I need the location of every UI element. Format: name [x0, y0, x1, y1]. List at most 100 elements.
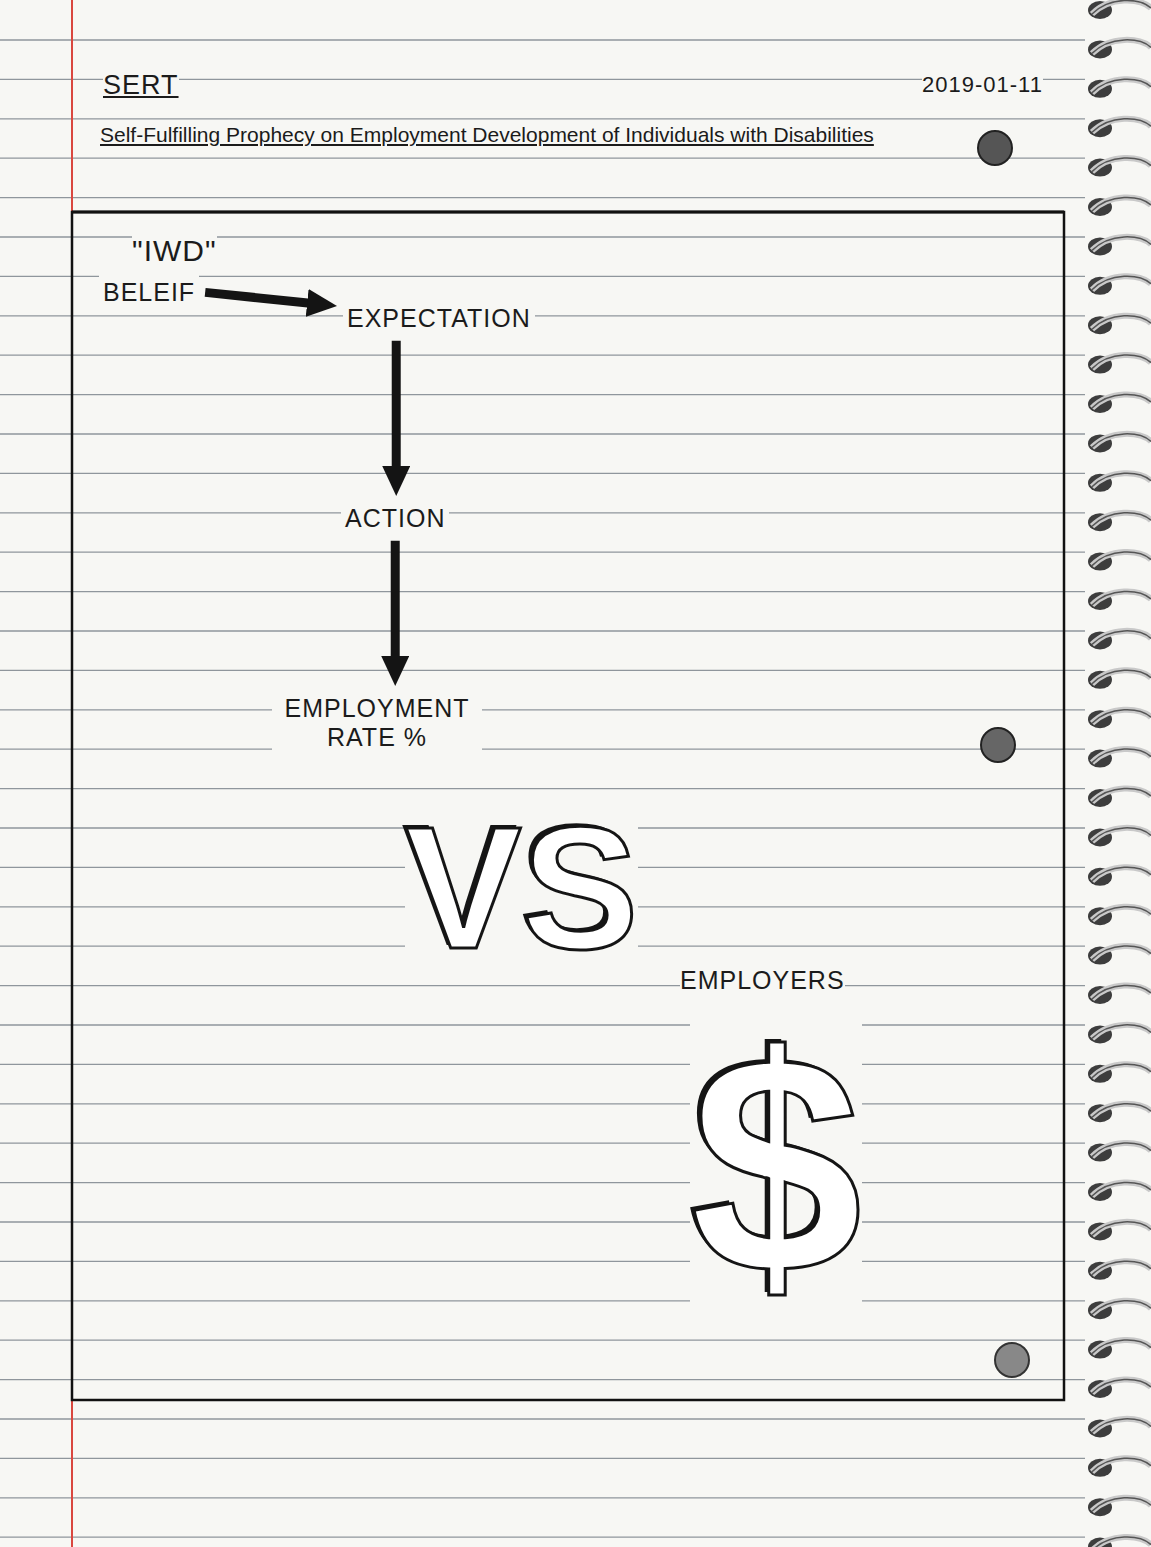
flow-term: BELEIF — [99, 274, 199, 311]
ruled-line — [0, 1221, 1085, 1222]
wire-edge — [1092, 1182, 1151, 1196]
spiral-coil — [1088, 394, 1151, 413]
spiral-coil — [1088, 867, 1151, 886]
spiral-coil — [1088, 355, 1151, 374]
wire-edge — [1092, 710, 1151, 724]
ruled-line — [0, 709, 1085, 710]
spiral-binding — [1088, 0, 1151, 1547]
wire-edge — [1092, 552, 1151, 566]
flow-term: EXPECTATION — [343, 300, 535, 337]
versus-lettering: VS — [405, 800, 638, 975]
wire-edge — [1092, 1419, 1151, 1433]
page-title: Self-Fulfilling Prophecy on Employment D… — [100, 118, 930, 152]
ruled-line — [0, 1064, 1085, 1065]
wire-loop — [1092, 985, 1151, 999]
ruled-line — [0, 1300, 1085, 1301]
spiral-coil — [1088, 197, 1151, 216]
ruled-line — [0, 788, 1085, 789]
ruled-line — [0, 355, 1085, 356]
ruled-line — [0, 473, 1085, 474]
wire-loop — [1092, 1340, 1151, 1354]
punch-hole — [978, 131, 1012, 165]
flow-term: ACTION — [341, 500, 449, 537]
wire-loop — [1092, 79, 1151, 93]
ruled-line — [0, 158, 1085, 159]
wire-edge — [1092, 119, 1151, 133]
ruled-line — [0, 1379, 1085, 1380]
ruled-line — [0, 394, 1085, 395]
wire-edge — [1092, 631, 1151, 645]
flow-term-text: ACTION — [345, 504, 445, 533]
flow-term-text: EXPECTATION — [347, 304, 531, 333]
wire-edge — [1092, 1458, 1151, 1472]
ruled-line — [0, 1340, 1085, 1341]
wire-edge — [1092, 473, 1151, 487]
ruled-line — [0, 749, 1085, 750]
spiral-coil — [1088, 1458, 1151, 1477]
spiral-coil — [1088, 631, 1151, 650]
spiral-coil — [1088, 749, 1151, 768]
spiral-coil — [1088, 788, 1151, 807]
spiral-coil — [1088, 237, 1151, 256]
spiral-coil — [1088, 1143, 1151, 1162]
wire-loop — [1092, 670, 1151, 684]
spiral-coil — [1088, 316, 1151, 335]
ruled-line — [0, 591, 1085, 592]
wire-loop — [1092, 1143, 1151, 1157]
punch-hole — [995, 1343, 1029, 1377]
spiral-coil — [1088, 591, 1151, 610]
spiral-coil — [1088, 40, 1151, 59]
flow-term-text: EMPLOYMENT RATE % — [276, 694, 478, 752]
wire-edge — [1092, 197, 1151, 211]
wire-edge — [1092, 907, 1151, 921]
spiral-coil — [1088, 1261, 1151, 1280]
ruled-line — [0, 118, 1085, 119]
wire-loop — [1092, 867, 1151, 881]
spiral-coil — [1088, 276, 1151, 295]
abbreviation: "IWD" — [132, 234, 217, 269]
ruled-line — [0, 1261, 1085, 1262]
wire-loop — [1092, 788, 1151, 802]
ruled-line — [0, 670, 1085, 671]
spiral-coil — [1088, 1340, 1151, 1359]
flow-term: EMPLOYMENT RATE % — [272, 690, 482, 756]
wire-edge — [1092, 788, 1151, 802]
spiral-coil — [1088, 1537, 1151, 1547]
wire-loop — [1092, 40, 1151, 54]
ruled-line — [0, 1182, 1085, 1183]
wire-loop — [1092, 0, 1151, 14]
spiral-coil — [1088, 434, 1151, 453]
spiral-coil — [1088, 1419, 1151, 1438]
flow-arrow — [391, 541, 400, 664]
ruled-line — [0, 1458, 1085, 1459]
flow-arrow — [392, 341, 401, 474]
wire-loop — [1092, 355, 1151, 369]
wire-edge — [1092, 40, 1151, 54]
wire-loop — [1092, 1064, 1151, 1078]
spiral-coil — [1088, 710, 1151, 729]
wire-loop — [1092, 552, 1151, 566]
wire-loop — [1092, 434, 1151, 448]
ruled-line — [0, 552, 1085, 553]
ruled-line — [0, 1143, 1085, 1144]
ruled-line — [0, 39, 1085, 40]
wire-edge — [1092, 79, 1151, 93]
wire-edge — [1092, 0, 1151, 14]
wire-loop — [1092, 316, 1151, 330]
wire-loop — [1092, 1379, 1151, 1393]
spiral-coil — [1088, 552, 1151, 571]
wire-edge — [1092, 1379, 1151, 1393]
spiral-coil — [1088, 1064, 1151, 1083]
wire-loop — [1092, 473, 1151, 487]
spiral-coil — [1088, 1104, 1151, 1123]
wire-loop — [1092, 749, 1151, 763]
spiral-coil — [1088, 1301, 1151, 1320]
wire-loop — [1092, 1025, 1151, 1039]
wire-edge — [1092, 670, 1151, 684]
dollar-sign: $ — [690, 1010, 862, 1320]
wire-edge — [1092, 1064, 1151, 1078]
wire-loop — [1092, 1498, 1151, 1512]
wire-edge — [1092, 1340, 1151, 1354]
